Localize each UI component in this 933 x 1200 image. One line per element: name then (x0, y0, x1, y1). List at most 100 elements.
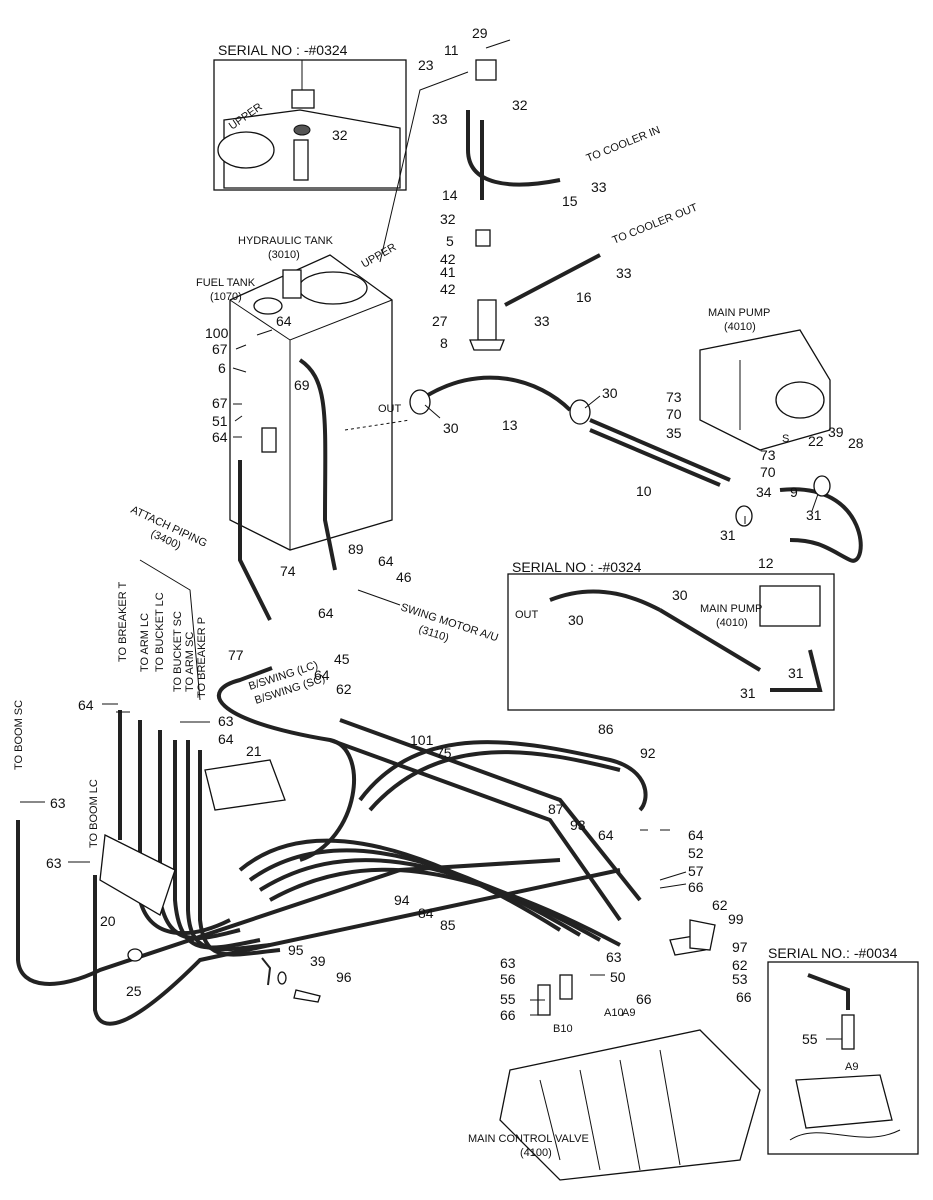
callout-39: 39 (310, 953, 326, 969)
to-bucket-lc-label: TO BUCKET LC (154, 592, 166, 672)
callout-29: 29 (472, 25, 488, 41)
callout-56: 56 (500, 971, 516, 987)
out-label-inset: OUT (515, 609, 539, 621)
suction-pipe (409, 375, 863, 563)
callout-25: 25 (126, 983, 142, 999)
port-a9: A9 (622, 1007, 635, 1019)
callout-42: 42 (440, 251, 456, 267)
callout-21: 21 (246, 743, 262, 759)
callout-33: 33 (591, 179, 607, 195)
callout-87: 87 (548, 801, 564, 817)
callout-70: 70 (666, 406, 682, 422)
callout-75: 75 (436, 745, 452, 761)
callout-30: 30 (443, 420, 459, 436)
callout-62: 62 (732, 957, 748, 973)
callout-64: 64 (78, 697, 94, 713)
to-cooler-out-label: TO COOLER OUT (611, 202, 700, 247)
callout-67: 67 (212, 341, 228, 357)
attach-piping: ATTACH PIPING (3400) TO BREAKER T TO ARM… (13, 504, 621, 1026)
callout-92: 92 (640, 745, 656, 761)
callout-41: 41 (440, 264, 456, 280)
callout-32: 32 (440, 211, 456, 227)
port-a10: A10 (604, 1007, 624, 1019)
callout-13: 13 (502, 417, 518, 433)
callout-64: 64 (218, 731, 234, 747)
callout-93: 93 (570, 817, 586, 833)
cooler-lines: TO COOLER IN TO COOLER OUT (379, 39, 700, 351)
to-breaker-t-label: TO BREAKER T (117, 581, 129, 662)
inset-bottom-right: SERIAL NO.: -#0034 A9 (767, 945, 919, 1155)
to-arm-lc-label: TO ARM LC (139, 613, 151, 672)
callout-73: 73 (666, 389, 682, 405)
callout-46: 46 (396, 569, 412, 585)
callout-64: 64 (688, 827, 704, 843)
to-breaker-p-label: TO BREAKER P (196, 617, 208, 698)
main-pump-no: (4010) (724, 321, 756, 333)
to-bucket-sc-label: TO BUCKET SC (172, 611, 184, 692)
callout-66: 66 (688, 879, 704, 895)
fuel-tank-label: FUEL TANK (196, 277, 256, 289)
inset-top-left-title: SERIAL NO : -#0324 (218, 42, 348, 58)
callout-100: 100 (205, 325, 229, 341)
to-cooler-in-label: TO COOLER IN (585, 124, 662, 165)
callout-64: 64 (314, 667, 330, 683)
callout-5: 5 (446, 233, 454, 249)
callout-66: 66 (636, 991, 652, 1007)
callout-66: 66 (736, 989, 752, 1005)
callout-51: 51 (212, 413, 228, 429)
main-pump-inset-label: MAIN PUMP (700, 603, 762, 615)
main-control-valve-label: MAIN CONTROL VALVE (468, 1133, 589, 1145)
callout-32: 32 (512, 97, 528, 113)
callout-64: 64 (598, 827, 614, 843)
callout-69: 69 (294, 377, 310, 393)
callout-52: 52 (688, 845, 704, 861)
leader-lines (20, 329, 842, 1040)
small-parts (127, 919, 716, 1003)
callout-16: 16 (576, 289, 592, 305)
callout-31: 31 (740, 685, 756, 701)
port-s: S (782, 433, 789, 445)
port-a9-inset: A9 (845, 1061, 858, 1073)
inset-middle-right-title: SERIAL NO : -#0324 (512, 559, 642, 575)
callout-99: 99 (728, 911, 744, 927)
inset-top-left: SERIAL NO : -#0324 UPPER (213, 42, 407, 191)
upper-label-main: UPPER (360, 241, 399, 270)
callout-63: 63 (50, 795, 66, 811)
main-pump-label: MAIN PUMP (708, 307, 770, 319)
callout-77: 77 (228, 647, 244, 663)
callout-6: 6 (218, 360, 226, 376)
callout-63: 63 (218, 713, 234, 729)
main-control-valve-no: (4100) (520, 1147, 552, 1159)
callout-50: 50 (610, 969, 626, 985)
callout-8: 8 (440, 335, 448, 351)
callout-42: 42 (440, 281, 456, 297)
callout-23: 23 (418, 57, 434, 73)
to-boom-sc-label: TO BOOM SC (13, 700, 25, 770)
callout-74: 74 (280, 563, 296, 579)
callout-31: 31 (788, 665, 804, 681)
callout-55: 55 (500, 991, 516, 1007)
callout-63: 63 (46, 855, 62, 871)
callout-97: 97 (732, 939, 748, 955)
callout-11: 11 (444, 42, 459, 58)
callout-39: 39 (828, 424, 844, 440)
callout-30: 30 (602, 385, 618, 401)
callout-22: 22 (808, 433, 824, 449)
callout-30: 30 (672, 587, 688, 603)
callout-numbers: 29 11 23 32 33 32 14 15 33 32 5 42 41 42… (46, 25, 864, 1047)
callout-10: 10 (636, 483, 652, 499)
callout-55-inset: 55 (802, 1031, 818, 1047)
swing-motor-label: SWING MOTOR A/U (399, 601, 500, 644)
callout-20: 20 (100, 913, 116, 929)
inset-middle-right: SERIAL NO : -#0324 OUT MAIN PUMP (4010) (507, 559, 835, 711)
callout-15: 15 (562, 193, 578, 209)
callout-31: 31 (720, 527, 736, 543)
inset-bottom-right-title: SERIAL NO.: -#0034 (768, 945, 898, 961)
callout-84: 84 (418, 905, 434, 921)
main-control-valve: B10 A10 A9 MAIN CONTROL VALVE (4100) (468, 974, 761, 1181)
callout-32-inset: 32 (332, 127, 348, 143)
callout-27: 27 (432, 313, 448, 329)
out-label-main: OUT (378, 403, 402, 415)
callout-30: 30 (568, 612, 584, 628)
